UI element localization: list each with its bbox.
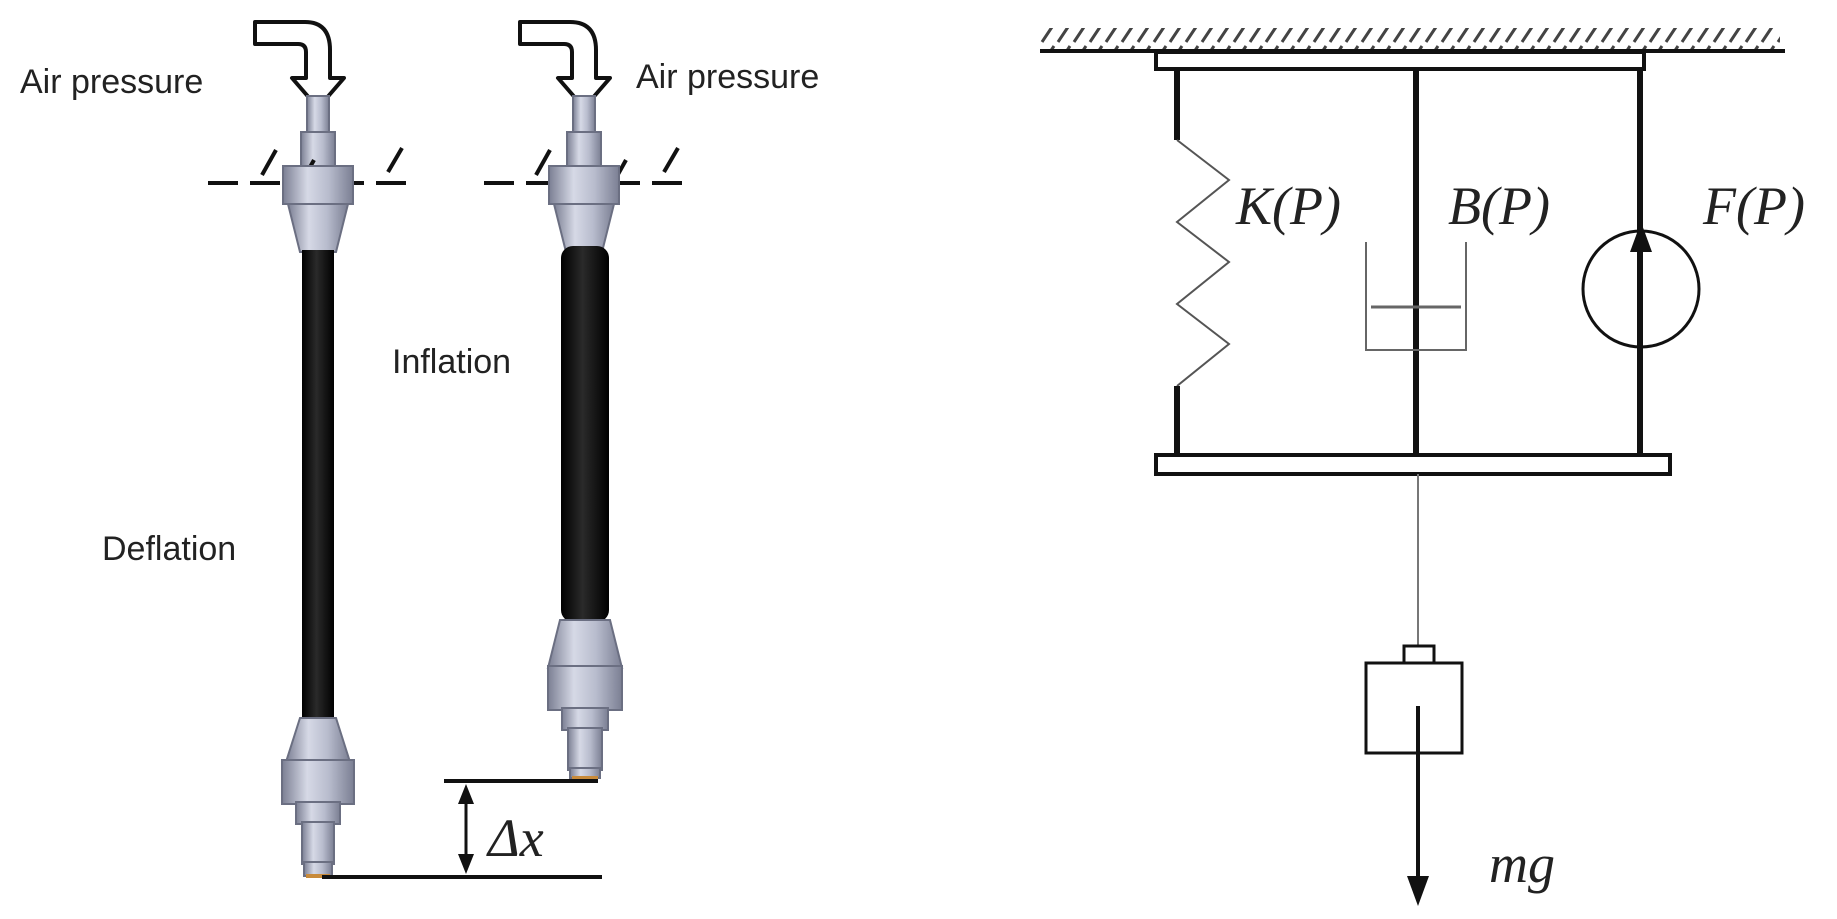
- deflation-label: Deflation: [102, 530, 236, 568]
- air-pressure-label-right: Air pressure: [636, 58, 819, 96]
- air-pressure-arrow-right-icon: [518, 20, 612, 110]
- air-pressure-label-left: Air pressure: [20, 63, 203, 101]
- mass-block: [1364, 661, 1464, 755]
- spring-icon: [1174, 69, 1231, 455]
- displacement-indicator: [322, 779, 602, 879]
- delta-x-label: Δx: [486, 808, 544, 868]
- ceiling-hatch: [1040, 28, 1780, 50]
- mechanical-model: [1040, 28, 1785, 906]
- damping-label: B(P): [1448, 176, 1550, 236]
- deflated-tube: [302, 250, 334, 720]
- actuator-inflated: [484, 20, 688, 780]
- damper-icon: [1365, 69, 1467, 455]
- force-label: F(P): [1702, 176, 1805, 236]
- inflated-tube: [561, 246, 609, 622]
- weight-label: mg: [1489, 834, 1555, 894]
- top-plate: [1154, 50, 1646, 71]
- actuator-deflated: [208, 20, 412, 878]
- air-pressure-arrow-left-icon: [253, 20, 346, 110]
- stiffness-label: K(P): [1235, 176, 1341, 236]
- force-source-icon: [1581, 69, 1701, 455]
- bottom-plate: [1154, 453, 1672, 476]
- inflation-label: Inflation: [392, 343, 511, 381]
